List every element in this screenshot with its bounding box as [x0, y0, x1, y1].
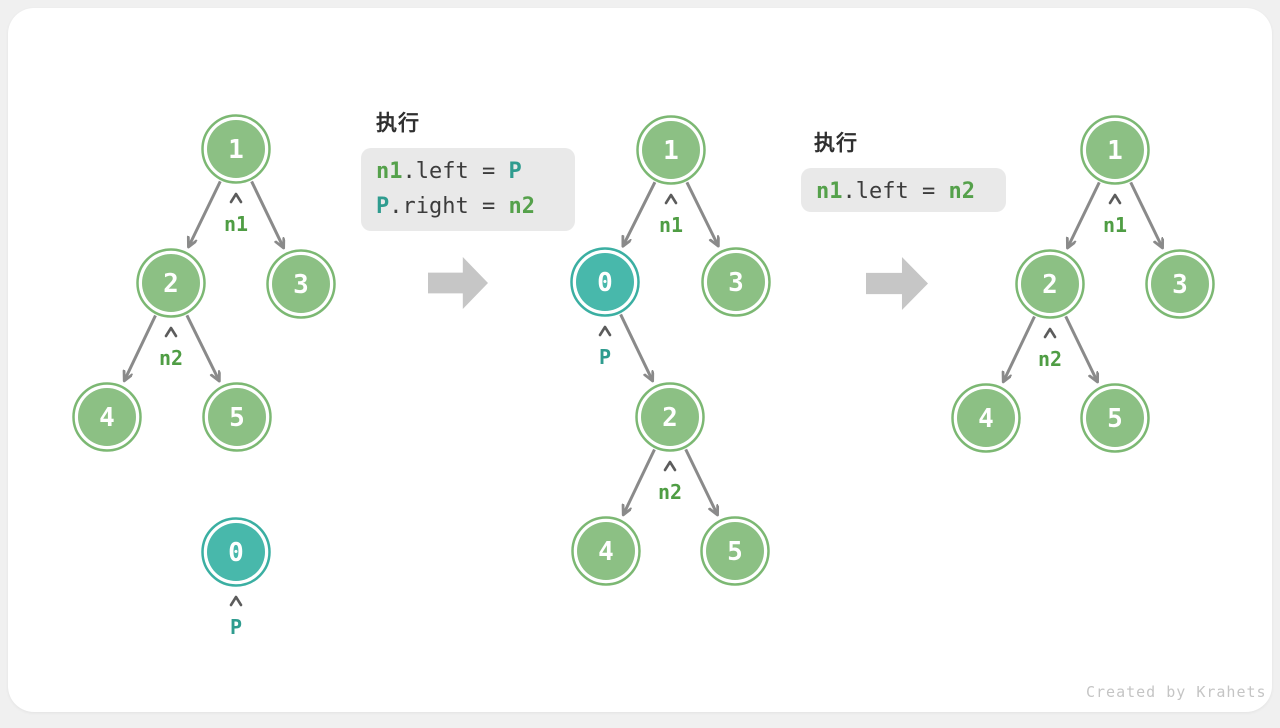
code-token: n2: [948, 179, 975, 204]
code-token: P: [376, 194, 390, 219]
tree-node: 3: [266, 249, 336, 319]
tree-edge: [623, 448, 656, 514]
code-token: .left =: [402, 159, 509, 184]
tree-node: 4: [571, 516, 641, 586]
pointer-label-n1: n1: [659, 193, 683, 237]
tree-node: 5: [202, 382, 272, 452]
exec-title: 执行: [814, 132, 858, 155]
pointer-name: n2: [658, 480, 682, 504]
tree-node: 1: [1080, 115, 1150, 185]
code-line: n1.left = n2: [816, 174, 991, 209]
pointer-label-P: P: [229, 595, 243, 639]
pointer-name: n1: [659, 213, 683, 237]
caret-up-icon: [1108, 193, 1122, 205]
tree-node: 4: [951, 383, 1021, 453]
watermark: Created by Krahets: [1086, 683, 1267, 701]
code-token: .left =: [842, 179, 949, 204]
code-line: P.right = n2: [376, 189, 560, 224]
caret-up-icon: [598, 325, 612, 337]
pointer-label-P: P: [598, 325, 612, 369]
tree-edge: [684, 448, 718, 515]
tree-node: 5: [700, 516, 770, 586]
code-token: n1: [376, 159, 403, 184]
tree-edge: [124, 314, 157, 380]
tree-edge: [685, 181, 718, 246]
tree-node: 4: [72, 382, 142, 452]
caret-up-icon: [664, 193, 678, 205]
tree-edge: [250, 180, 284, 248]
pointer-name: n1: [1103, 213, 1127, 237]
pointer-name: P: [599, 345, 611, 369]
node-value: 2: [163, 269, 179, 299]
pointer-name: n2: [1038, 347, 1062, 371]
node-value: 4: [978, 404, 994, 434]
tree-edge: [185, 314, 219, 381]
node-value: 2: [1042, 270, 1058, 300]
node-value: 1: [1107, 136, 1123, 166]
code-token: P: [508, 159, 522, 184]
caret-up-icon: [164, 326, 178, 338]
pointer-label-n2: n2: [1038, 327, 1062, 371]
node-value: 2: [662, 403, 678, 433]
step-arrow-icon: [428, 257, 488, 309]
exec-title: 执行: [376, 112, 420, 135]
code-token: n2: [508, 194, 535, 219]
node-value: 3: [1172, 270, 1188, 300]
node-value: 3: [728, 268, 744, 298]
caret-up-icon: [663, 460, 677, 472]
tree-node: 2: [136, 248, 206, 318]
tree-node: 3: [1145, 249, 1215, 319]
node-value: 5: [229, 403, 245, 433]
pointer-name: n2: [159, 346, 183, 370]
node-value: 1: [663, 136, 679, 166]
tree-edge: [619, 313, 653, 381]
node-value: 3: [293, 270, 309, 300]
pointer-label-n2: n2: [658, 460, 682, 504]
node-value: 0: [228, 538, 244, 568]
node-value: 0: [597, 268, 613, 298]
pointer-label-n1: n1: [224, 192, 248, 236]
node-value: 4: [99, 403, 115, 433]
tree-after: 1 2 3 4 5 n1 n2: [951, 115, 1215, 453]
pointer-label-n1: n1: [1103, 193, 1127, 237]
tree-edge: [1064, 315, 1098, 382]
step-arrow-icon: [866, 257, 928, 310]
caret-up-icon: [229, 595, 243, 607]
code-block-2: n1.left = n2: [801, 168, 1006, 212]
tree-edge: [623, 181, 657, 246]
tree-node: 1: [636, 115, 706, 185]
tree-edge: [1003, 315, 1036, 381]
pointer-name: P: [230, 615, 242, 639]
pointer-label-n2: n2: [159, 326, 183, 370]
node-value: 5: [727, 537, 743, 567]
caret-up-icon: [229, 192, 243, 204]
tree-node: 5: [1080, 383, 1150, 453]
tree-node: 0: [201, 517, 271, 587]
tree-edge: [1067, 181, 1101, 248]
tree-edge: [188, 180, 222, 247]
pointer-name: n1: [224, 212, 248, 236]
node-value: 1: [228, 135, 244, 165]
tree-node: 3: [701, 247, 771, 317]
caret-up-icon: [1043, 327, 1057, 339]
tree-before: 1 2 3 4 5 0 n1 n2P: [72, 114, 336, 639]
code-line: n1.left = P: [376, 154, 560, 189]
tree-node: 2: [1015, 249, 1085, 319]
node-value: 4: [598, 537, 614, 567]
tree-edge: [1129, 181, 1163, 248]
code-token: n1: [816, 179, 843, 204]
tree-node: 2: [635, 382, 705, 452]
tree-node: 1: [201, 114, 271, 184]
tree-node: 0: [570, 247, 640, 317]
node-value: 5: [1107, 404, 1123, 434]
code-token: .right =: [389, 194, 509, 219]
